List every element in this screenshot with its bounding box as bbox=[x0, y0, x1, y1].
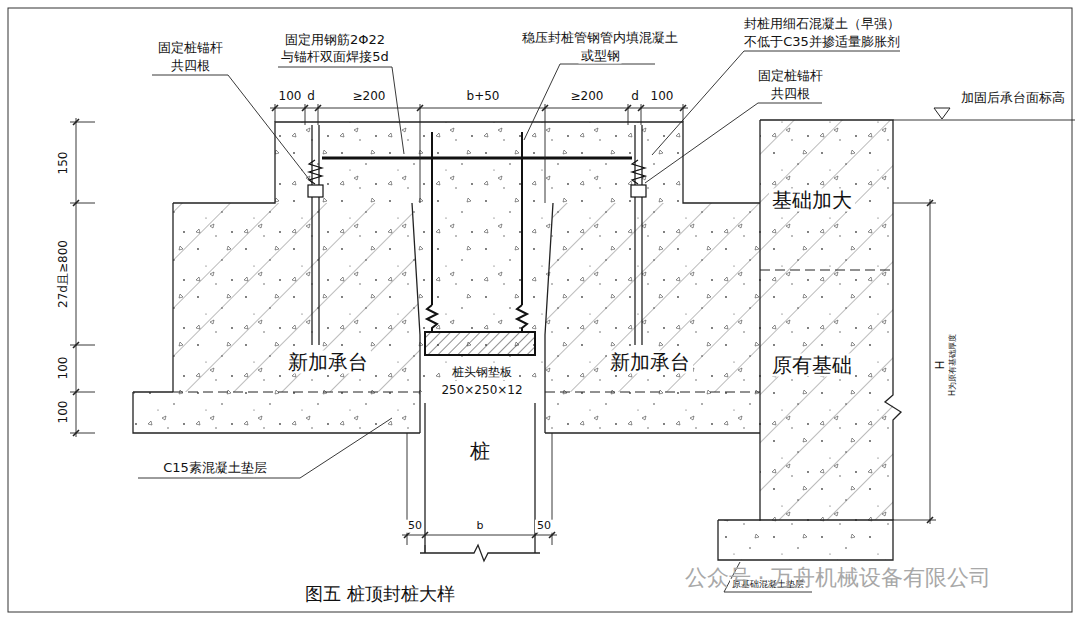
region-label: 桩 bbox=[467, 440, 493, 463]
foundation-region: 基础加大原有基础 bbox=[760, 120, 893, 520]
foundation-region: 新加承台 bbox=[553, 203, 760, 392]
dimension: d bbox=[629, 90, 641, 104]
callout-text: 固定桩锚杆 bbox=[756, 69, 825, 84]
part-label: 250×250×12 bbox=[439, 384, 524, 398]
foundation-region: 新加承台 bbox=[173, 203, 412, 392]
part-label: 桩头钢垫板 bbox=[450, 366, 514, 380]
dimension: H bbox=[934, 358, 948, 371]
dimension: ≥200 bbox=[569, 90, 606, 104]
callout-text: 稳压封桩管钢管内填混凝土 bbox=[520, 31, 680, 46]
callout-text: 封桩用细石混凝土（早强） bbox=[742, 17, 902, 32]
region-label: 新加承台 bbox=[607, 351, 693, 374]
region-label: 新加承台 bbox=[285, 351, 371, 374]
dimension: 100 bbox=[57, 399, 71, 426]
dimension: 100 bbox=[649, 90, 676, 104]
callout-text: 不低于C35并掺适量膨胀剂 bbox=[742, 35, 902, 50]
callout-text: C15素混凝土垫层 bbox=[161, 461, 269, 476]
figure-caption: 图五 桩顶封桩大样 bbox=[303, 584, 457, 605]
dimension: 50 bbox=[406, 520, 424, 533]
watermark: 公众号 · 万舟机械设备有限公司 bbox=[683, 565, 994, 590]
elevation-label: 加固后承台面标高 bbox=[959, 91, 1067, 106]
dimension: 27d且≥800 bbox=[57, 238, 71, 310]
callout-text: 共四根 bbox=[769, 87, 812, 102]
note: H为原有基础厚度 bbox=[948, 332, 957, 398]
dimension: 100 bbox=[277, 90, 304, 104]
callout-text: 与锚杆双面焊接5d bbox=[279, 50, 391, 65]
callout-text: 固定用钢筋2Φ22 bbox=[283, 33, 387, 48]
callout-text: 固定桩锚杆 bbox=[156, 41, 225, 56]
callout-text: 或型钢 bbox=[579, 49, 622, 64]
dimension: b bbox=[475, 520, 486, 533]
pile-box: 桩 bbox=[425, 403, 535, 553]
dimension: 150 bbox=[57, 150, 71, 177]
dimension: 100 bbox=[57, 355, 71, 382]
region-label: 基础加大 bbox=[769, 189, 855, 212]
dimension: b+50 bbox=[465, 90, 502, 104]
dimension: 50 bbox=[535, 520, 553, 533]
region-label: 原有基础 bbox=[769, 354, 855, 377]
dimension: ≥200 bbox=[351, 90, 388, 104]
dimension: d bbox=[305, 90, 317, 104]
callout-text: 共四根 bbox=[169, 59, 212, 74]
